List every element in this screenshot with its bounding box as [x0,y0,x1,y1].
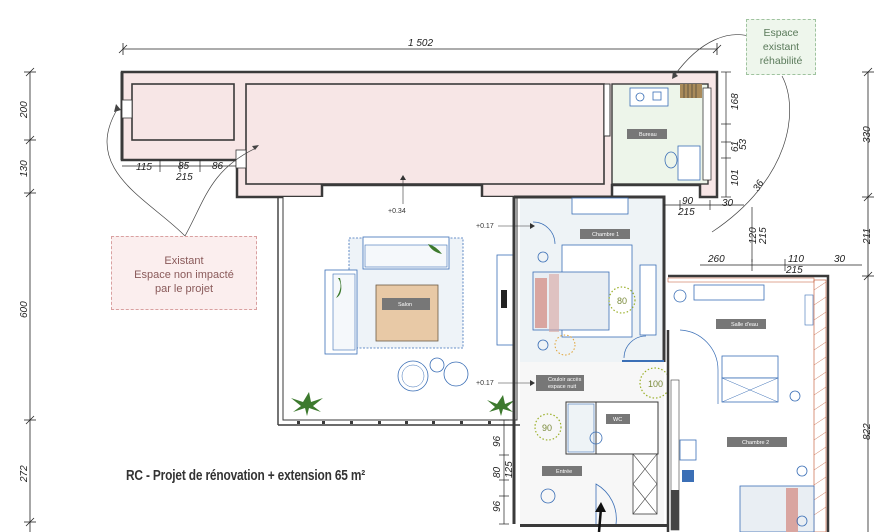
dim-215-d: 215 [785,265,803,276]
inner-dimension [122,160,236,172]
rehab-office: Bureau [611,83,712,185]
entrance-arrow-icon [595,502,606,532]
label-salle-eau: Salle d'eau [731,322,758,328]
dim-215-c: 215 [758,227,769,245]
callout-rehab: Espace existant réhabilité [746,19,816,75]
dim-115: 115 [136,162,152,173]
dim-61: 61 [730,141,741,152]
dim-211: 211 [862,228,873,245]
dim-top-total: 1 502 [408,38,433,49]
dim-215-b: 215 [677,207,695,218]
dim-30-b: 30 [834,254,846,265]
dim-101: 101 [730,169,741,186]
plant-icon [291,392,323,416]
callout-existing: Existant Espace non impacté par le proje… [111,236,257,310]
label-chambre1: Chambre 1 [592,232,619,238]
dim-125: 125 [504,461,515,478]
dim-330: 330 [862,126,873,143]
dim-86: 86 [212,161,224,172]
existing-building [120,70,719,199]
dim-80: 80 [492,466,503,478]
level-couloir: +0.17 [476,380,494,387]
level-chambre: +0.17 [476,223,494,230]
dim-left-600: 600 [19,301,30,318]
level-salon: +0.34 [388,208,406,215]
dim-36: 36 [751,178,766,194]
dim-110: 110 [788,254,804,265]
page-title: RC - Projet de rénovation + extension 65… [126,468,366,484]
far-right-dimension [862,67,874,532]
clearance-80: 80 [617,296,627,306]
clearance-90: 90 [542,423,552,433]
clearance-100: 100 [648,379,663,389]
dim-168: 168 [730,93,741,110]
extension-salon: Salon [277,197,520,426]
top-dimension [118,43,722,55]
label-couloir-1: Couloir accès [548,377,582,383]
dim-120: 120 [748,227,759,244]
east-wing: Salle d'eau Chambre 2 [666,274,830,532]
lower-left-dimension [499,419,509,525]
dim-96-b: 96 [492,500,503,512]
dim-85: 85 [178,161,190,172]
dim-90: 90 [682,196,694,207]
left-dimension [24,67,36,532]
right-upper-dimension [664,71,744,210]
dim-260: 260 [707,254,725,265]
label-entree: Entrée [556,469,572,475]
label-salon: Salon [398,302,412,308]
dim-left-130: 130 [19,160,30,177]
dim-left-200: 200 [19,101,30,119]
plant-icon [487,395,515,416]
dim-215-inner: 215 [175,172,193,183]
right-mid-dimension [700,207,862,271]
dim-96-a: 96 [492,435,503,447]
dim-822: 822 [862,423,873,440]
label-chambre2: Chambre 2 [742,440,769,446]
label-bureau: Bureau [639,132,657,138]
dim-53: 53 [738,138,749,150]
couloir-entree: Couloir accès espace nuit 100 WC 90 Entr… [512,362,671,527]
dim-left-272: 272 [19,465,30,483]
label-wc: WC [613,417,622,423]
dim-30-a: 30 [722,198,734,209]
chambre1: Chambre 1 80 [512,195,666,420]
label-couloir-2: espace nuit [548,384,577,390]
